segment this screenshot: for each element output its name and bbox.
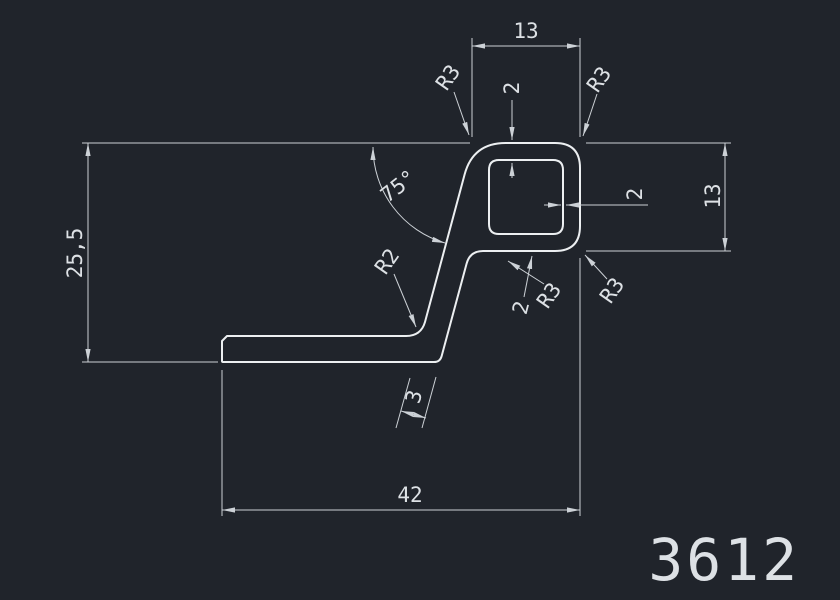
right-wall-label: 2 [623,188,647,201]
dim-top-wall-label: 2 [500,82,524,95]
profile-outline [221,142,581,363]
part-number: 3612 [648,526,800,594]
radius-top-left-label: R3 [431,60,465,94]
radius-leg-label: R2 [370,244,404,278]
dim-top-width-label: 13 [513,19,538,43]
extrusion-profile [221,142,581,363]
right-height-label: 13 [701,183,725,208]
radius-bottom-outer-leader [584,254,608,280]
dim-overall-height: 25,5 [63,142,470,363]
radius-top-right-leader [582,93,598,137]
radius-bottom-inner-leader [507,260,545,285]
dim-right-wall: 2 [544,188,648,208]
leg-thickness-label: 3 [401,388,427,406]
leg-thickness-ext-1 [395,377,411,429]
overall-width-label: 42 [397,483,422,507]
dim-bottom-wall: 2 [508,255,534,317]
leg-thickness-line [400,410,427,419]
dim-radius-top-left: R3 [431,60,470,136]
dim-angle: 75° [370,146,446,244]
profile-inner-hole [488,159,564,235]
radius-bottom-inner-label: R3 [532,278,566,312]
leg-thickness-ext-2 [421,376,437,429]
angle-arc [370,146,446,244]
dim-right-height: 13 [586,142,731,252]
radius-top-right-label: R3 [582,62,616,96]
dim-radius-leg: R2 [370,244,417,328]
dim-top-width: 13 [471,19,581,137]
bottom-wall-leader [523,255,533,298]
dim-leg-thickness: 3 [395,376,437,429]
radius-top-left-leader [453,91,470,136]
dim-overall-width: 42 [221,258,581,516]
overall-height-label: 25,5 [63,228,87,279]
dim-top-wall: 2 [500,82,524,178]
dim-radius-bottom-outer: R3 [584,254,629,308]
radius-bottom-outer-label: R3 [595,273,629,307]
bottom-wall-label: 2 [508,299,534,317]
dim-radius-top-right: R3 [582,62,616,137]
angle-label: 75° [376,165,421,207]
radius-leg-leader [393,273,417,328]
